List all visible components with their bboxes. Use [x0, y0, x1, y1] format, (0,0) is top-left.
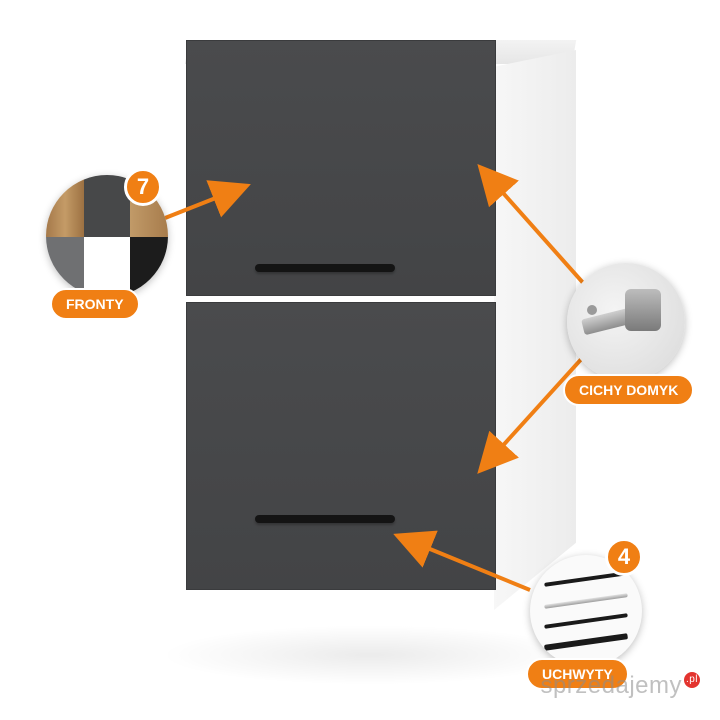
handles-count-badge: 4	[605, 538, 643, 576]
lower-front-panel	[186, 302, 496, 590]
watermark: sprzedajemy.pl	[540, 672, 700, 700]
handles-arrow	[393, 530, 531, 592]
fronty-count-badge: 7	[124, 168, 162, 206]
wood-swatch	[46, 175, 84, 237]
watermark-text: sprzedajemy	[540, 672, 682, 699]
hinge-photo-circle	[567, 263, 685, 381]
handle-variant-silver	[544, 593, 628, 609]
hinge-screw	[587, 305, 597, 315]
handle-variant-black	[544, 613, 628, 629]
hinge-arrow-lower	[477, 353, 587, 474]
fronty-label: FRONTY	[50, 288, 140, 320]
anthracite-swatch	[84, 175, 130, 237]
black-swatch	[130, 237, 168, 297]
upper-handle	[255, 264, 395, 272]
watermark-suffix: .pl	[684, 672, 700, 688]
cabinet-side-panel	[494, 50, 576, 610]
white-swatch	[84, 237, 130, 297]
hinge-label: CICHY DOMYK	[563, 374, 695, 406]
upper-front-panel	[186, 40, 496, 296]
floor-shadow	[160, 625, 580, 685]
handles-label: UCHWYTY	[526, 658, 629, 690]
grey-swatch	[46, 237, 84, 297]
fronty-swatch-circle	[46, 175, 168, 297]
hinge-cup	[625, 289, 661, 331]
lower-handle	[255, 515, 395, 523]
fronty-arrow	[159, 180, 251, 222]
handle-variant-black-wide	[543, 633, 629, 651]
hinge-arrow-upper	[477, 164, 587, 287]
